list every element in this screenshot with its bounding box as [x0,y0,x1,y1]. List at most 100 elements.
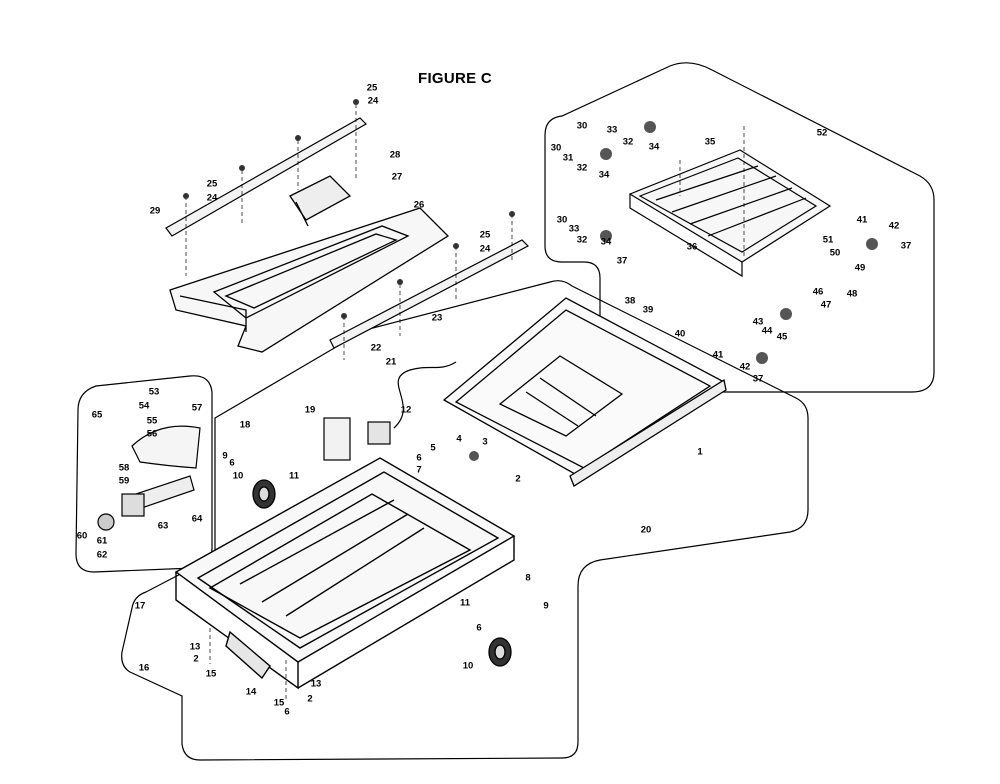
callout-32: 32 [622,136,634,148]
callout-54: 54 [138,400,150,412]
callout-25: 25 [479,229,491,241]
callout-39: 39 [642,304,654,316]
callout-12: 12 [400,404,412,416]
cart-base [174,457,516,690]
callout-41: 41 [712,349,724,361]
switch-components [323,361,457,461]
callout-21: 21 [385,356,397,368]
fasteners [183,99,878,461]
callout-34: 34 [648,141,660,153]
callout-47: 47 [820,299,832,311]
callout-22: 22 [370,342,382,354]
callout-40: 40 [674,328,686,340]
callout-52: 52 [816,127,828,139]
callout-57: 57 [191,402,203,414]
callout-30: 30 [550,142,562,154]
callout-16: 16 [138,662,150,674]
callout-27: 27 [391,171,403,183]
stand-frame [169,175,450,353]
callout-31: 31 [562,152,574,164]
callout-6: 6 [416,452,422,464]
callout-30: 30 [556,214,568,226]
callout-25: 25 [366,82,378,94]
callout-4: 4 [456,433,462,445]
callout-7: 7 [416,464,422,476]
callout-44: 44 [761,325,773,337]
callout-9: 9 [543,600,549,612]
rails [165,117,530,349]
callout-34: 34 [600,236,612,248]
callout-15: 15 [205,668,217,680]
callout-2: 2 [307,693,313,705]
callout-42: 42 [888,220,900,232]
outline-group-20 [121,280,809,761]
callout-24: 24 [479,243,491,255]
callout-59: 59 [118,475,130,487]
callout-33: 33 [568,223,580,235]
callout-2: 2 [193,653,199,665]
callout-64: 64 [191,513,203,525]
callout-32: 32 [576,162,588,174]
callout-62: 62 [96,549,108,561]
callout-10: 10 [462,660,474,672]
callout-51: 51 [822,234,834,246]
callout-6: 6 [229,457,235,469]
callout-36: 36 [686,241,698,253]
callout-29: 29 [149,205,161,217]
callout-24: 24 [206,192,218,204]
callout-9: 9 [222,450,228,462]
callout-43: 43 [752,316,764,328]
callout-61: 61 [96,535,108,547]
outline-group-52 [544,62,935,393]
callout-48: 48 [846,288,858,300]
callout-25: 25 [206,178,218,190]
callout-60: 60 [76,530,88,542]
callout-19: 19 [304,404,316,416]
callout-15: 15 [273,697,285,709]
callout-38: 38 [624,295,636,307]
callout-32: 32 [576,234,588,246]
callout-55: 55 [146,415,158,427]
callout-65: 65 [91,409,103,421]
callout-23: 23 [431,312,443,324]
callout-8: 8 [525,572,531,584]
callout-2: 2 [515,473,521,485]
miter-gauge [97,425,201,531]
callout-42: 42 [739,361,751,373]
callout-50: 50 [829,247,841,259]
wheels [252,479,512,667]
callout-37: 37 [752,373,764,385]
callout-1: 1 [697,446,703,458]
callout-58: 58 [118,462,130,474]
callout-13: 13 [189,641,201,653]
leader-lines [185,104,745,700]
callout-34: 34 [598,169,610,181]
callout-26: 26 [413,199,425,211]
callout-35: 35 [704,136,716,148]
callout-37: 37 [616,255,628,267]
callout-37: 37 [900,240,912,252]
callout-18: 18 [239,419,251,431]
callout-20: 20 [640,524,652,536]
callout-49: 49 [854,262,866,274]
figure-title: FIGURE C [418,70,493,87]
callout-30: 30 [576,120,588,132]
callout-17: 17 [134,600,146,612]
callout-5: 5 [430,442,436,454]
sliding-table [628,149,832,278]
callout-45: 45 [776,331,788,343]
callout-63: 63 [157,520,169,532]
callout-11: 11 [288,470,300,482]
callout-6: 6 [476,622,482,634]
callout-13: 13 [310,678,322,690]
callout-28: 28 [389,149,401,161]
callout-14: 14 [245,686,257,698]
callout-11: 11 [459,597,471,609]
callout-6: 6 [284,706,290,718]
outline-group-65 [75,375,213,573]
callout-46: 46 [812,286,824,298]
callout-41: 41 [856,214,868,226]
callout-24: 24 [367,95,379,107]
